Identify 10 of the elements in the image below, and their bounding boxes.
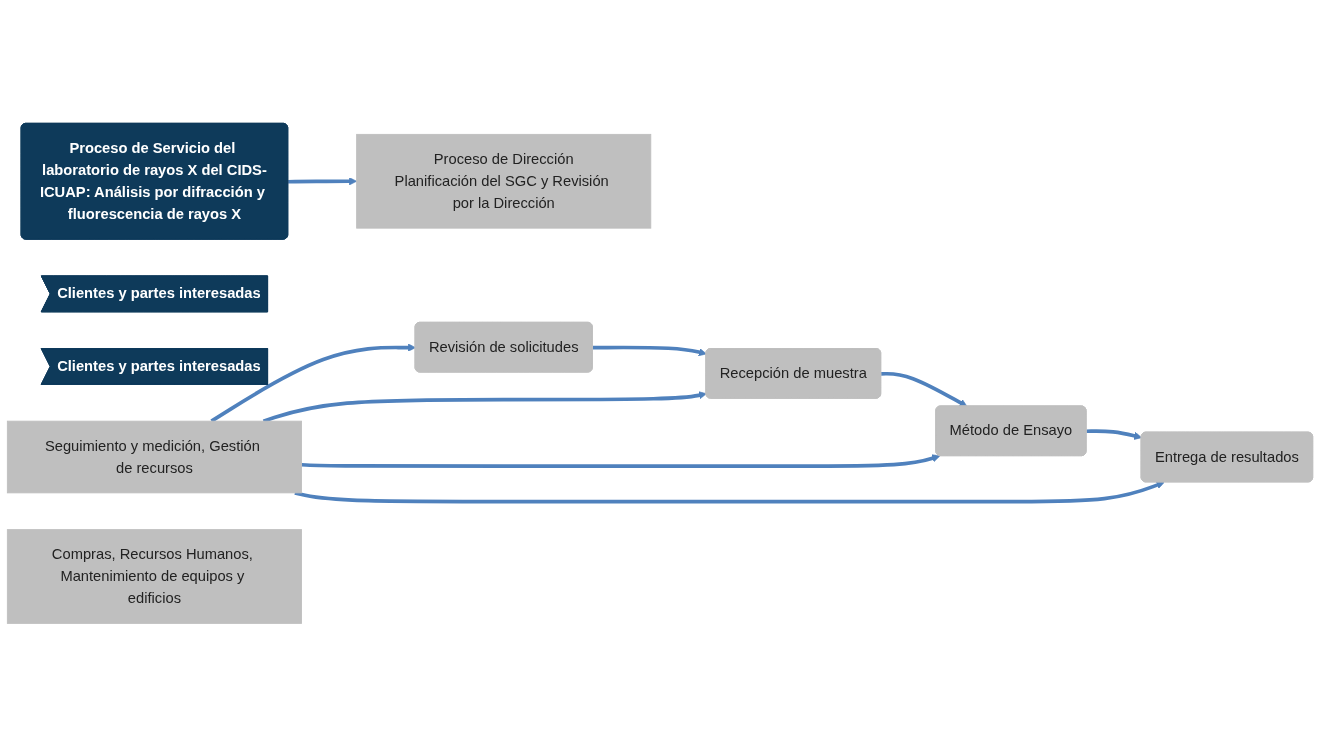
- arrow: [592, 345, 707, 357]
- node-box: Compras, Recursos Humanos, Mantenimiento de equipos y edificios: [6, 529, 302, 624]
- arrow: [294, 481, 1165, 504]
- node-box: Proceso de Dirección Planificación del SGC y Revisión por la Dirección: [356, 134, 652, 229]
- arrow: [301, 454, 941, 469]
- arrow: [210, 343, 416, 423]
- arrow: [1086, 429, 1142, 440]
- node-box: Seguimiento y medición, Gestión de recursos: [6, 420, 302, 494]
- arrow: [881, 372, 968, 407]
- arrow: [288, 177, 357, 186]
